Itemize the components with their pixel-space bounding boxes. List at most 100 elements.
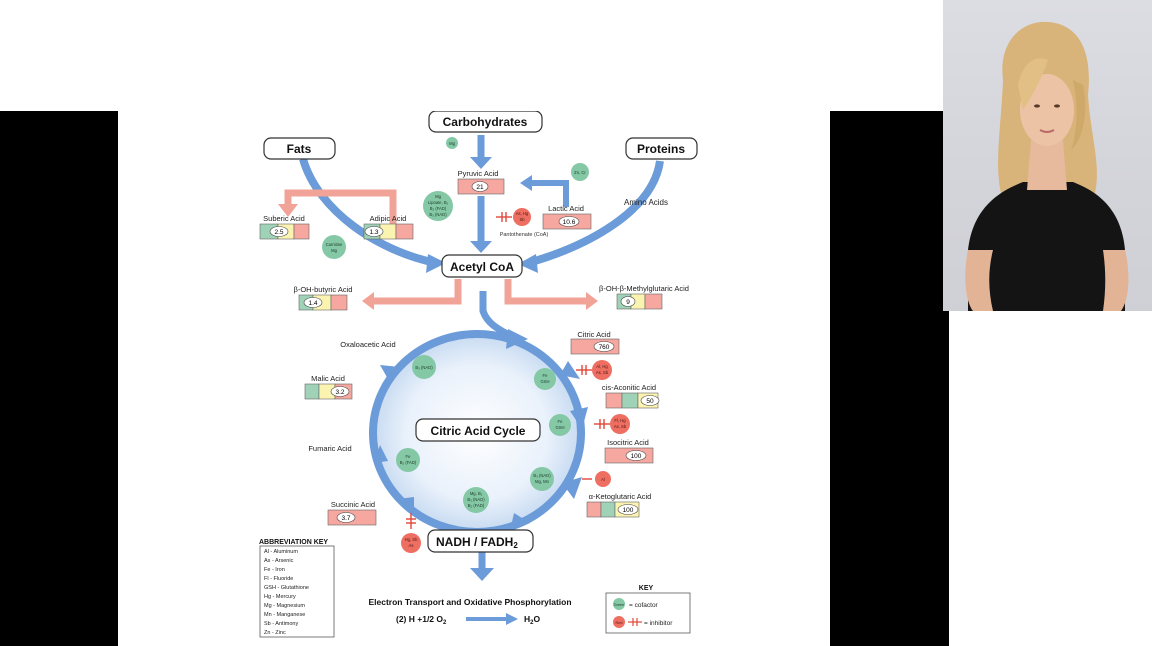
suberic-acid-node: Suberic Acid 2.5: [259, 214, 310, 240]
key-red-text: = inhibitor: [644, 620, 673, 627]
arrow-lactic-pyruvic: [532, 180, 569, 207]
cofactor-fe-gsh-2-text-1: GSH: [555, 425, 564, 430]
inhibitor-text: As, Hg Sb Al, Hg As, Sb Fl, Hg As, Sb Al…: [405, 211, 627, 548]
isocitric-acid-label: Isocitric Acid: [607, 438, 649, 447]
inhibitor-succinic-text-0: Hg, Sb: [405, 537, 418, 542]
pantothenate-label: Pantothenate (CoA): [500, 232, 549, 238]
inhibitor-iso-text-0: Fl, Hg: [614, 418, 626, 423]
arrowhead: [470, 157, 492, 169]
amino-acids-label: Amino Acids: [624, 198, 668, 207]
arrowhead: [562, 477, 582, 499]
inhibitor-citric: [592, 360, 612, 380]
cofactor-mg-bottom-text-1: B₃ (NAD): [467, 497, 485, 502]
cofactor-mg-bottom: [463, 487, 489, 513]
key-green-text: = cofactor: [629, 602, 659, 609]
arrow-fats-acetyl: [299, 157, 437, 267]
arrow-proteins-acetyl: [526, 160, 664, 267]
cofactor-fe-gsh-1-text-0: Fe: [543, 373, 549, 378]
acetyl-coa-box: Acetyl CoA: [441, 254, 523, 278]
inhibitor-succinic: [401, 533, 421, 553]
letterbox-left: [0, 111, 118, 646]
malic-acid-node: Malic Acid 3.2: [304, 374, 353, 400]
arrowhead: [506, 329, 528, 349]
cofactor-fe-gsh-1: [534, 368, 556, 390]
proteins-box: Proteins: [625, 137, 698, 160]
abbr-item: Fl - Fluoride: [264, 576, 293, 582]
succinic-acid-node: Succinic Acid 3.7: [327, 500, 377, 526]
citric-acid-cycle-label: Citric Acid Cycle: [431, 424, 526, 438]
cofactor-zn-cr-text: Zn, Cr: [574, 170, 586, 175]
pyruvic-acid-value: 21: [476, 184, 484, 191]
arrowhead: [398, 497, 414, 513]
adipic-acid-node: Adipic Acid 1.3: [363, 214, 414, 240]
abbr-item: Mn - Manganese: [264, 612, 305, 618]
cofactor-text: Mg Zn, Cr Mg Lipoate, B₁ B₂ (FAD) B₃ (NA…: [326, 141, 587, 508]
cofactor-pyruvate-text-2: B₂ (FAD): [430, 206, 447, 211]
presenter-figure: [965, 21, 1129, 311]
suberic-acid-label: Suberic Acid: [263, 214, 305, 223]
adipic-acid-label: Adipic Acid: [370, 214, 407, 223]
cofactor-fe-gsh-1-text-1: GSH: [540, 379, 549, 384]
arrowhead: [362, 292, 374, 310]
cofactor-pyruvate-text-1: Lipoate, B₁: [428, 200, 449, 205]
cofactor-b3-mg-mn: [530, 467, 554, 491]
cofactor-b3-mg-mn-text-0: B₃ (NAD): [533, 473, 551, 478]
pink-arrowheads: [278, 204, 598, 310]
letterbox-right: [830, 111, 949, 646]
inhibitor-circles: [401, 208, 630, 553]
cofactor-mg-bottom-text-2: B₂ (FAD): [468, 503, 485, 508]
cofactor-carnitine: [322, 235, 346, 259]
abbr-item: Zn - Zinc: [264, 630, 286, 636]
hmg-acid-node: β-OH-β-Methylglutaric Acid 9: [599, 284, 689, 310]
inhibitor-pyruvate: [513, 208, 531, 226]
blue-arrows: [299, 135, 664, 621]
cofactor-mg-top-text: Mg: [449, 141, 455, 146]
arrowhead: [374, 445, 388, 463]
arrowhead: [560, 361, 580, 379]
hmg-acid-label: β-OH-β-Methylglutaric Acid: [599, 284, 689, 293]
key-green-swatch: [613, 598, 625, 610]
succinic-acid-value: 3.7: [341, 515, 350, 522]
krebs-cycle-diagram: Carbohydrates Fats Proteins Acetyl CoA C…: [259, 111, 698, 638]
bohb-acid-node: β-OH-butyric Acid 1.4: [294, 285, 352, 311]
arrowhead: [426, 254, 446, 273]
akg-acid-value: 100: [623, 507, 634, 514]
arrowhead: [510, 513, 530, 531]
arrowhead: [506, 613, 518, 625]
inhibitor-iso-text-1: As, Sb: [614, 424, 627, 429]
equation-right: H2O: [524, 614, 540, 626]
abbr-item: GSH - Glutathione: [264, 585, 309, 591]
inhibitor-pyruvate-text-0: As, Hg: [516, 211, 529, 216]
abbr-item: Al - Aluminum: [264, 549, 298, 555]
key-red-label: Red: [616, 621, 623, 625]
color-key: KEY Green = cofactor Red = inhibitor: [605, 585, 691, 634]
carbohydrates-box: Carbohydrates: [428, 111, 543, 133]
cofactor-mg-bottom-text-0: Mg, B₁: [470, 491, 483, 496]
pyruvic-acid-label: Pyruvic Acid: [458, 169, 499, 178]
fumaric-label: Fumaric Acid: [308, 444, 351, 453]
arrowhead: [570, 407, 588, 429]
cofactor-fe-gsh-2-text-0: Fe: [558, 419, 564, 424]
cofactor-pyruvate-text-0: Mg: [435, 194, 441, 199]
malic-acid-value: 3.2: [335, 389, 344, 396]
cofactor-zn-cr: [571, 163, 589, 181]
pyruvic-acid-node: Pyruvic Acid 21: [458, 169, 505, 195]
citric-acid-label: Citric Acid: [577, 330, 610, 339]
etc-title: Electron Transport and Oxidative Phospho…: [368, 597, 571, 607]
arrowhead: [520, 175, 532, 191]
akg-acid-label: α-Ketoglutaric Acid: [589, 492, 652, 501]
arrow-adipic-suberic: [284, 189, 397, 224]
cofactor-carnitine-text-1: Mg: [331, 248, 337, 253]
isocitric-acid-value: 100: [631, 453, 642, 460]
arrow-acetyl-bohb: [373, 279, 462, 305]
lactic-acid-node: Lactic Acid 10.6: [542, 204, 592, 230]
arrowhead: [470, 241, 492, 253]
proteins-label: Proteins: [637, 142, 685, 156]
fats-label: Fats: [287, 142, 312, 156]
akg-acid-node: α-Ketoglutaric Acid 100: [586, 492, 652, 518]
pink-arrows: [284, 189, 588, 305]
adipic-acid-value: 1.3: [369, 229, 378, 236]
cofactor-fe-gsh-2: [549, 414, 571, 436]
lactic-acid-value: 10.6: [563, 219, 576, 226]
key-red-swatch: [613, 616, 625, 628]
